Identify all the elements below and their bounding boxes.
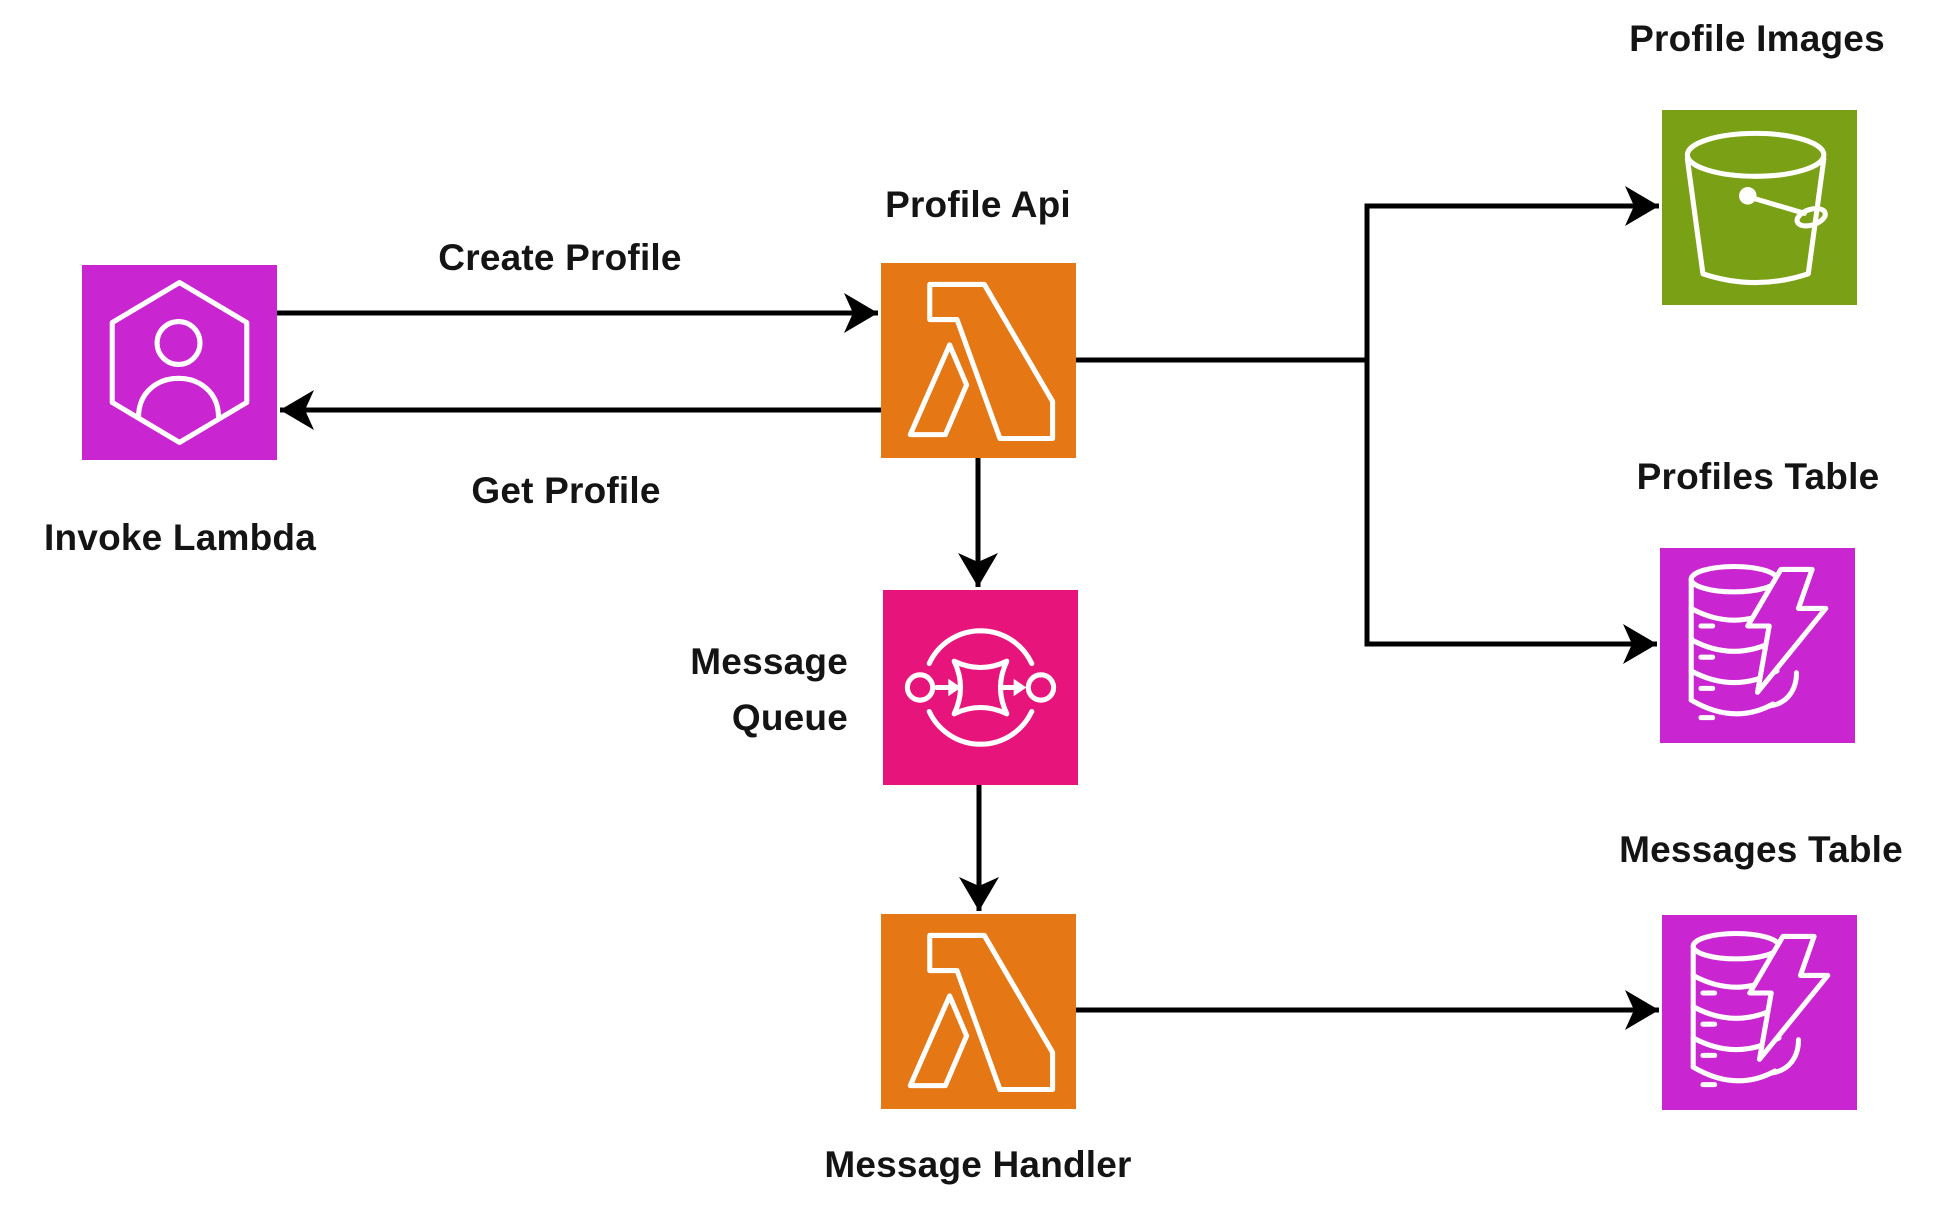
node-invoke-lambda — [82, 265, 277, 460]
user-hexagon-icon — [109, 280, 250, 445]
node-profiles-table — [1660, 548, 1855, 743]
node-message-handler — [881, 914, 1076, 1109]
edge-api-to-profiles-table — [1364, 360, 1657, 664]
lambda-icon — [907, 932, 1056, 1093]
edge-label-create-profile: Create Profile — [438, 237, 682, 278]
dynamodb-icon — [1690, 930, 1831, 1088]
edge-api-to-images — [1076, 186, 1659, 363]
node-label-message-queue: Message Queue — [690, 641, 848, 738]
node-messages-table — [1662, 915, 1857, 1110]
dynamodb-icon — [1688, 563, 1829, 721]
sqs-queue-icon — [904, 628, 1057, 747]
node-profile-images — [1662, 110, 1857, 305]
node-label-messages-table: Messages Table — [1619, 829, 1903, 870]
node-label-message-handler: Message Handler — [824, 1144, 1132, 1185]
node-profile-api — [881, 263, 1076, 458]
node-message-queue — [883, 590, 1078, 785]
s3-bucket-icon — [1684, 130, 1828, 286]
node-label-profiles-table: Profiles Table — [1636, 456, 1880, 497]
node-label-profile-api: Profile Api — [885, 184, 1071, 225]
edge-label-get-profile: Get Profile — [471, 470, 661, 511]
node-label-invoke-lambda: Invoke Lambda — [44, 517, 316, 558]
lambda-icon — [907, 281, 1056, 442]
node-label-profile-images: Profile Images — [1629, 18, 1885, 59]
